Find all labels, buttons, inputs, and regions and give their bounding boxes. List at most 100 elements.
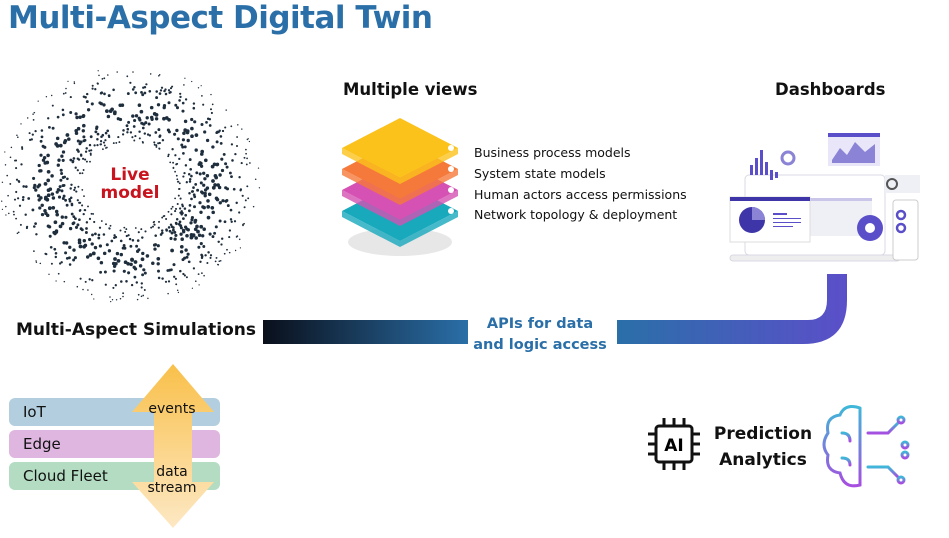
- ring-dot: [106, 129, 110, 133]
- ring-dot: [234, 152, 237, 156]
- ring-dot: [90, 242, 94, 246]
- ring-dot: [1, 181, 4, 183]
- ring-dot: [152, 221, 155, 224]
- ring-dot: [203, 130, 207, 134]
- ring-dot: [193, 218, 198, 223]
- ring-dot: [172, 167, 175, 169]
- ring-dot: [76, 126, 81, 131]
- ring-dot: [70, 183, 73, 186]
- ring-dot: [162, 215, 165, 218]
- ring-dot: [249, 162, 251, 164]
- ring-dot: [188, 192, 191, 195]
- ring-dot: [199, 242, 203, 246]
- ring-dot: [39, 262, 42, 265]
- ring-dot: [39, 196, 43, 200]
- ring-dot: [143, 132, 146, 135]
- ring-dot: [199, 164, 204, 168]
- ring-dot: [228, 236, 231, 239]
- ring-dot: [133, 139, 136, 142]
- ring-dot: [93, 220, 96, 224]
- ring-dot: [181, 138, 185, 142]
- ring-dot: [209, 254, 213, 257]
- ring-dot: [215, 162, 219, 167]
- ring-dot: [28, 138, 32, 142]
- ring-dot: [50, 192, 55, 196]
- ring-dot: [201, 205, 205, 209]
- ring-dot: [59, 168, 63, 172]
- ring-dot: [24, 185, 28, 188]
- ring-dot: [152, 225, 154, 228]
- ring-dot: [135, 281, 139, 284]
- ring-dot: [179, 197, 182, 200]
- ring-dot: [198, 172, 202, 176]
- ring-dot: [96, 256, 101, 261]
- ring-dot: [226, 248, 228, 251]
- ring-dot: [105, 109, 109, 113]
- ring-dot: [198, 161, 202, 165]
- ring-dot: [157, 128, 161, 132]
- ring-dot: [131, 114, 135, 118]
- ring-dot: [134, 135, 137, 138]
- ring-dot: [219, 135, 223, 138]
- ring-dot: [47, 225, 52, 229]
- ring-dot: [161, 138, 165, 142]
- ring-dot: [140, 91, 143, 94]
- ring-dot: [81, 172, 84, 175]
- ring-dot: [203, 191, 207, 196]
- ring-dot: [15, 178, 19, 181]
- ring-dot: [69, 111, 73, 114]
- ring-dot: [48, 273, 50, 275]
- ring-dot: [60, 261, 63, 264]
- ring-dot: [133, 118, 137, 123]
- ring-dot: [75, 190, 78, 193]
- ring-dot: [134, 114, 139, 118]
- ring-dot: [122, 295, 124, 298]
- ring-dot: [134, 91, 138, 95]
- ring-dot: [145, 83, 148, 86]
- ring-dot: [163, 89, 166, 93]
- ring-dot: [191, 190, 195, 193]
- ring-dot: [171, 148, 174, 151]
- ring-dot: [197, 233, 202, 237]
- ring-dot: [60, 189, 64, 193]
- brain-circuit-icon: [822, 405, 910, 488]
- ring-dot: [20, 123, 22, 125]
- ring-dot: [239, 188, 243, 191]
- layers-stack-icon: [342, 118, 458, 256]
- ring-dot: [142, 141, 144, 144]
- ring-dot: [162, 105, 166, 110]
- ring-dot: [145, 116, 149, 120]
- ring-dot: [40, 129, 44, 132]
- ring-dot: [230, 143, 234, 146]
- apis-label: APIs for data and logic access: [470, 314, 610, 356]
- ring-dot: [201, 95, 203, 97]
- ring-dot: [94, 232, 97, 236]
- prediction-line2: Analytics: [719, 450, 807, 470]
- ring-dot: [68, 245, 72, 249]
- ring-dot: [66, 177, 69, 181]
- ring-dot: [157, 142, 160, 145]
- ring-dot: [60, 154, 64, 158]
- ring-dot: [16, 134, 18, 136]
- ring-dot: [20, 163, 23, 166]
- ring-dot: [202, 245, 206, 248]
- ring-dot: [45, 253, 48, 256]
- ring-dot: [99, 140, 103, 143]
- ring-dot: [45, 160, 50, 165]
- ring-dot: [57, 195, 62, 199]
- ring-dot: [220, 168, 225, 173]
- ring-dot: [167, 89, 171, 92]
- ring-dot: [183, 171, 186, 175]
- ring-dot: [235, 144, 239, 148]
- ring-dot: [219, 142, 223, 145]
- ring-dot: [179, 250, 184, 254]
- dashboard-illustration-icon: [729, 133, 920, 262]
- ring-dot: [76, 148, 79, 152]
- ring-dot: [106, 114, 111, 119]
- ring-dot: [35, 261, 38, 264]
- ring-dot: [157, 269, 160, 273]
- ring-dot: [125, 124, 129, 128]
- ring-dot: [136, 298, 139, 301]
- ring-dot: [53, 220, 58, 225]
- ring-dot: [103, 270, 107, 274]
